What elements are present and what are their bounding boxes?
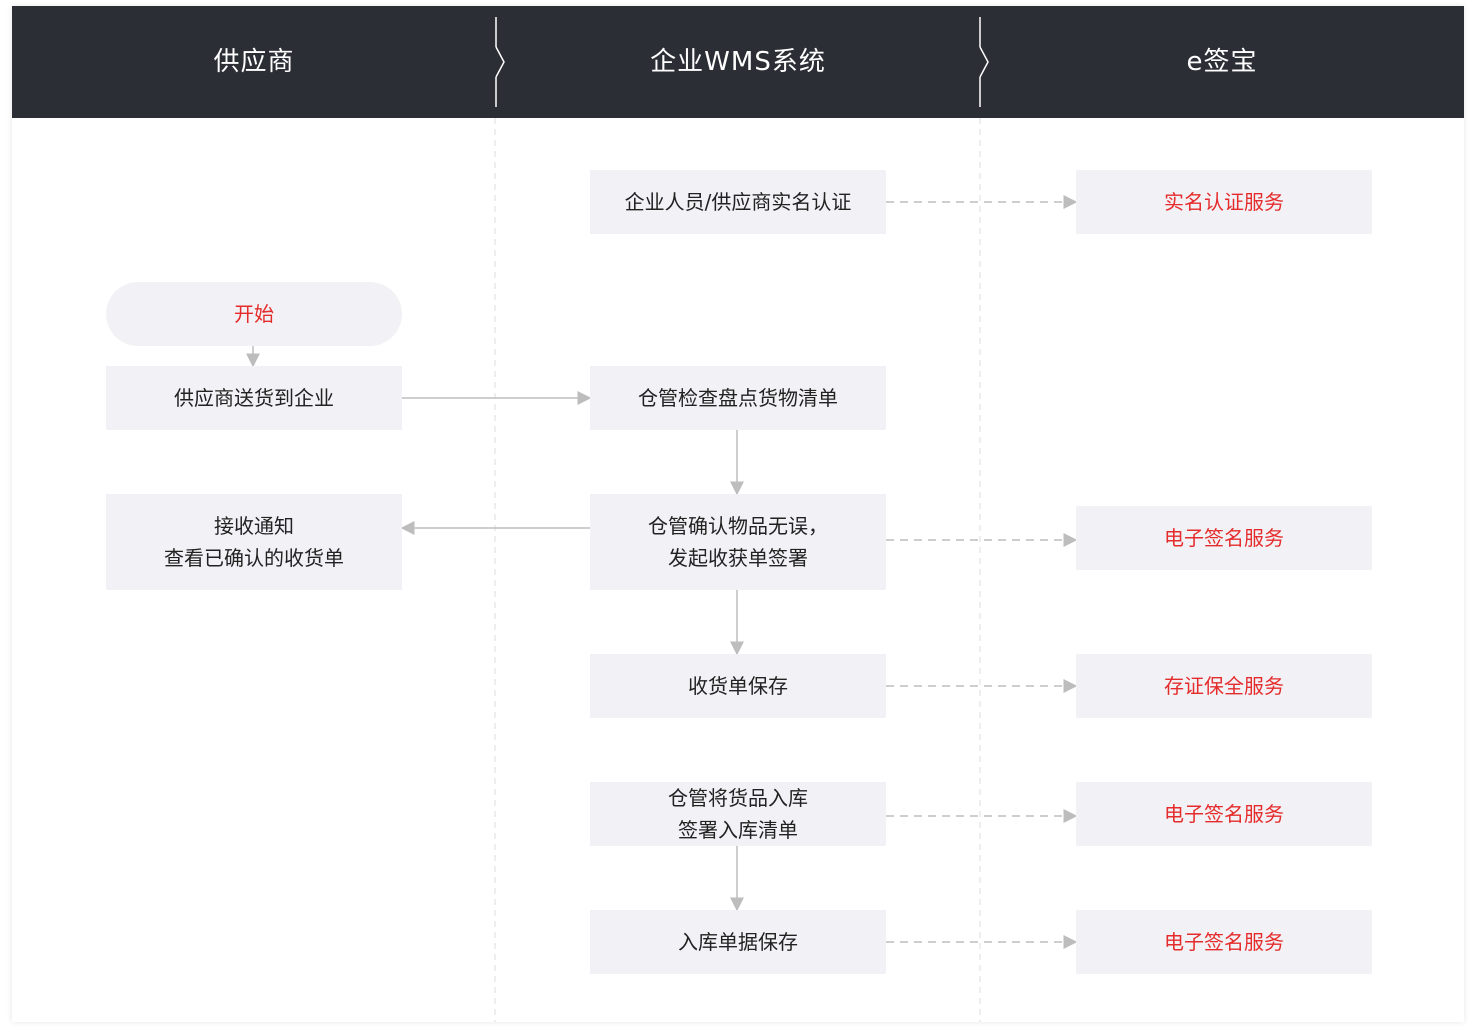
realname-auth-node: 企业人员/供应商实名认证 [590, 170, 886, 234]
save-receipt-node: 收货单保存 [590, 654, 886, 718]
esign-service-node-3: 电子签名服务 [1076, 910, 1372, 974]
esign-service-node-1: 电子签名服务 [1076, 506, 1372, 570]
evidence-service-node: 存证保全服务 [1076, 654, 1372, 718]
lane-title-wms: 企业WMS系统 [650, 47, 826, 77]
confirm-items-node: 仓管确认物品无误， 发起收获单签署 [590, 494, 886, 590]
header-divider-1 [495, 17, 505, 107]
check-inventory-node: 仓管检查盘点货物清单 [590, 366, 886, 430]
supplier-deliver-node: 供应商送货到企业 [106, 366, 402, 430]
receive-notice-node: 接收通知 查看已确认的收货单 [106, 494, 402, 590]
esign-service-node-2: 电子签名服务 [1076, 782, 1372, 846]
lane-title-esign: e签宝 [1186, 47, 1258, 77]
lane-header-bar [12, 6, 1464, 118]
warehouse-sign-node: 仓管将货品入库 签署入库清单 [590, 782, 886, 846]
save-warehouse-doc-node: 入库单据保存 [590, 910, 886, 974]
start-node: 开始 [106, 282, 402, 346]
realname-service-node: 实名认证服务 [1076, 170, 1372, 234]
header-divider-2 [979, 17, 989, 107]
lane-title-supplier: 供应商 [213, 47, 295, 77]
